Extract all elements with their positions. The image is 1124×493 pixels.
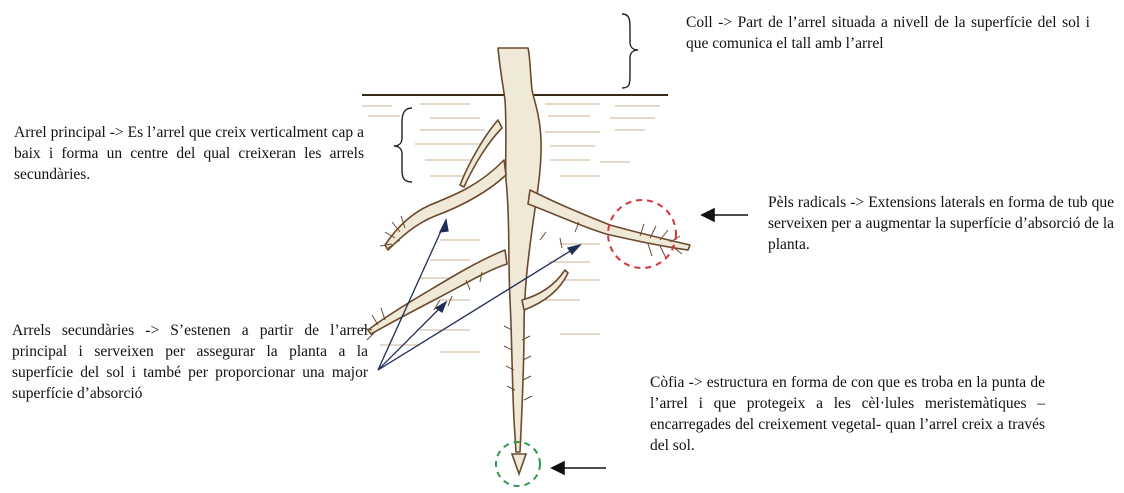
pels-arrow (702, 209, 748, 221)
pels-radicals-label: Pèls radicals -> Extensions laterals en … (768, 192, 1114, 255)
arrels-secundaries-label: Arrels secundàries -> S’estenen a partir… (12, 320, 368, 404)
root-system (368, 48, 690, 452)
left-lower-branch (368, 250, 507, 334)
cofia-label: Còfia -> estructura en forma de con que … (650, 372, 1045, 456)
coll-bracket (622, 14, 638, 88)
coll-label: Coll -> Part de l’arrel situada a nivell… (686, 12, 1090, 54)
root-cap (512, 454, 526, 474)
cofia-arrow (552, 462, 606, 474)
principal-bracket (394, 108, 412, 182)
left-branch (385, 160, 506, 250)
arrel-principal-label: Arrel principal -> Es l’arrel que creix … (14, 122, 364, 185)
